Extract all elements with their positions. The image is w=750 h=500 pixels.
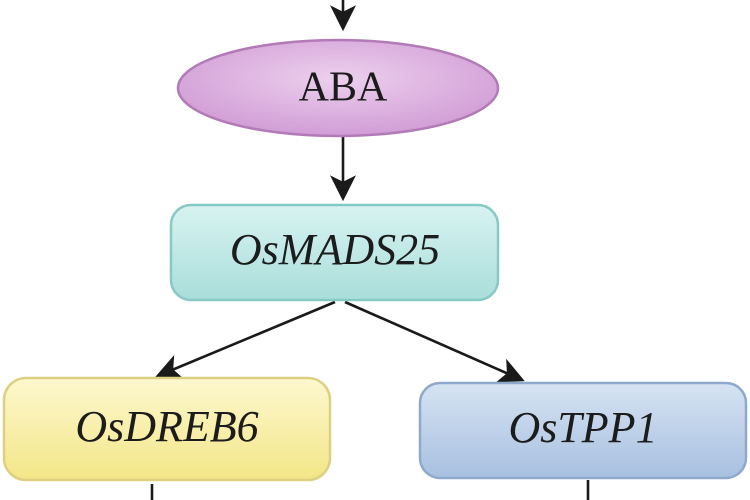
node-aba-label: ABA (299, 65, 388, 111)
edges (150, 0, 590, 500)
edge-osmads25-to-ostpp1 (344, 300, 525, 383)
node-ostpp1: OsTPP1 (418, 381, 748, 480)
node-aba: ABA (176, 38, 500, 138)
node-ostpp1-label: OsTPP1 (508, 403, 657, 452)
node-aba-shape (176, 38, 500, 138)
node-osdreb6-label: OsDREB6 (75, 402, 258, 451)
node-osdreb6-shape (2, 376, 332, 482)
node-ostpp1-shape (418, 381, 748, 480)
node-osmads25: OsMADS25 (169, 203, 500, 302)
edge-osmads25-to-osdreb6 (155, 300, 336, 379)
node-osmads25-label: OsMADS25 (230, 225, 440, 274)
node-osmads25-shape (169, 203, 500, 302)
node-osdreb6: OsDREB6 (2, 376, 332, 482)
